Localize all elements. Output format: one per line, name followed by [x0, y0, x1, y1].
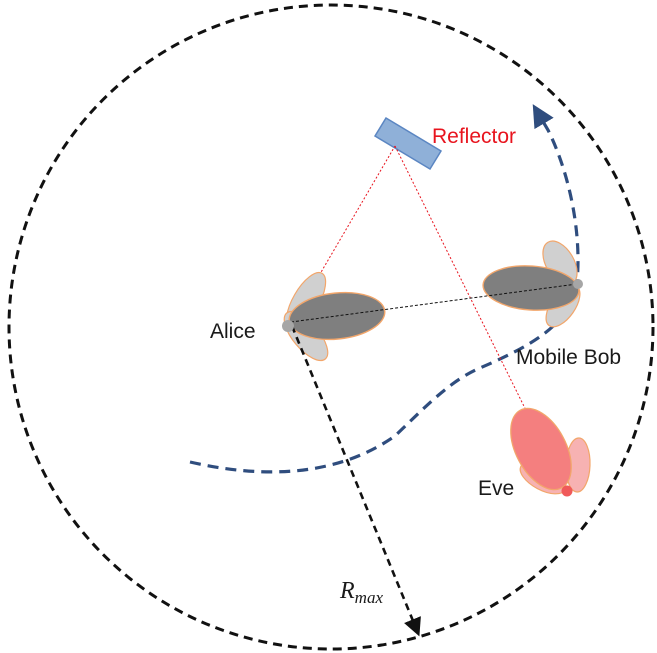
reflector-panel [373, 116, 443, 171]
eve-main-lobe [510, 407, 572, 491]
reflector-label: Reflector [432, 125, 516, 148]
eve-node [561, 485, 573, 497]
bob-beam-pattern [482, 240, 581, 328]
bob-main-lobe [482, 265, 580, 311]
alice-node [282, 320, 294, 332]
eve-beam-pattern [510, 407, 591, 495]
coverage-boundary-circle [7, 3, 655, 651]
eve-label: Eve [478, 477, 514, 500]
bob-node [573, 279, 583, 289]
radius-symbol: R [339, 578, 355, 604]
bob-label: Mobile Bob [516, 346, 621, 369]
bob-trajectory-path [189, 104, 580, 474]
radius-subscript: max [355, 588, 384, 607]
alice-label: Alice [210, 320, 256, 343]
alice-bob-link-line [290, 283, 578, 323]
radius-arrow [290, 325, 421, 637]
reflector [373, 116, 443, 171]
radius-label: Rmax [339, 578, 383, 607]
